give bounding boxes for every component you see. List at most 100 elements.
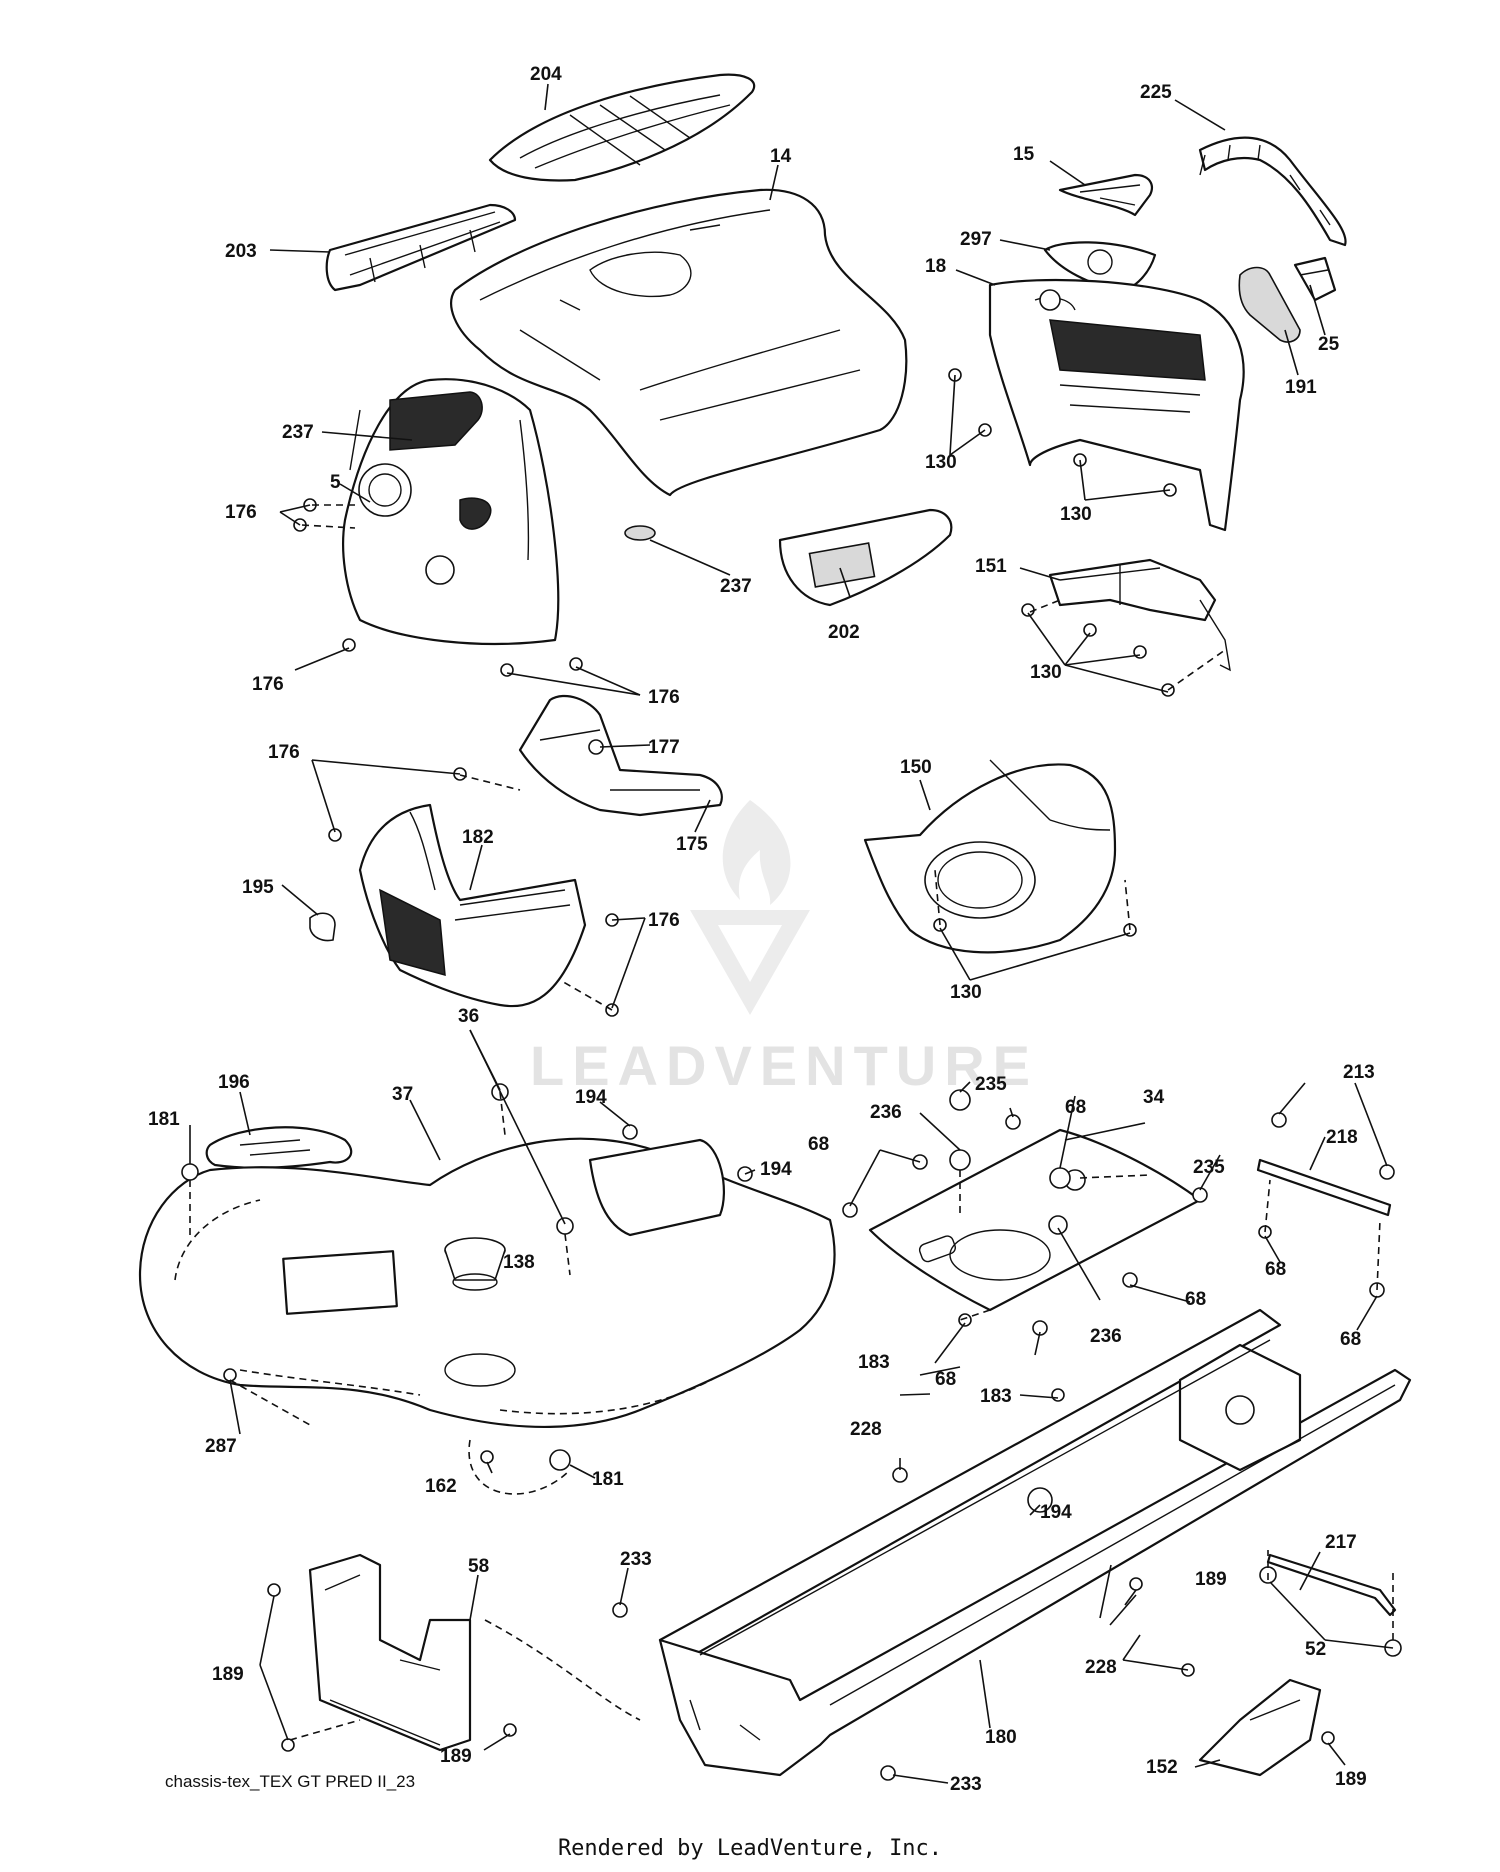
watermark-flame-icon <box>722 800 791 905</box>
callout-68-left: 68 <box>808 1134 829 1155</box>
callout-68-strap-right: 68 <box>1340 1329 1361 1350</box>
callout-15: 15 <box>1013 144 1035 165</box>
callout-228-lower: 228 <box>1085 1657 1117 1678</box>
part-180-frame[interactable] <box>658 1308 1412 1777</box>
callout-150: 150 <box>900 757 932 778</box>
callouts: 204 14 203 225 15 297 18 25 191 130 130 … <box>148 64 1375 1795</box>
part-18-front-grille[interactable] <box>988 278 1245 532</box>
callout-235-lower: 235 <box>1193 1157 1225 1178</box>
callout-176-dash-left: 176 <box>225 502 257 523</box>
callout-202: 202 <box>828 622 860 643</box>
callout-36: 36 <box>458 1006 479 1027</box>
callout-68-bottom: 68 <box>935 1369 956 1390</box>
part-14-hood[interactable] <box>450 188 908 497</box>
part-175-bracket[interactable] <box>518 694 723 817</box>
callout-25: 25 <box>1318 334 1340 355</box>
part-225[interactable] <box>1198 136 1347 247</box>
callout-237-lower: 237 <box>720 576 752 597</box>
leader-lines <box>189 83 1394 1784</box>
callout-176-dash-right: 176 <box>648 687 680 708</box>
callout-189-bracket: 189 <box>440 1746 472 1767</box>
callout-194-upper: 194 <box>575 1087 607 1108</box>
assembly-dash-lines <box>189 504 1394 1741</box>
callout-37: 37 <box>392 1084 413 1105</box>
part-204-hood-cover[interactable] <box>488 73 756 182</box>
callout-225: 225 <box>1140 82 1172 103</box>
callout-177: 177 <box>648 737 680 758</box>
callout-233-lower: 233 <box>950 1774 982 1795</box>
callout-235-upper: 235 <box>975 1074 1007 1095</box>
callout-194-right: 194 <box>760 1159 792 1180</box>
part-191[interactable] <box>1238 266 1301 343</box>
hardware-group <box>181 368 1402 1781</box>
callout-58: 58 <box>468 1556 489 1577</box>
callout-151: 151 <box>975 556 1007 577</box>
callout-297: 297 <box>960 229 992 250</box>
callout-130-grille: 130 <box>925 452 957 473</box>
part-25[interactable] <box>1293 256 1337 302</box>
callout-183-right: 183 <box>980 1386 1012 1407</box>
part-182-lower-panel[interactable] <box>358 803 587 1008</box>
part-152-guard[interactable] <box>1198 1678 1322 1777</box>
callout-194-frame: 194 <box>1040 1502 1072 1523</box>
callout-176-panel-top: 176 <box>268 742 300 763</box>
callout-204: 204 <box>530 64 562 85</box>
callout-130-shroud: 130 <box>950 982 982 1003</box>
callout-182: 182 <box>462 827 494 848</box>
callout-195: 195 <box>242 877 274 898</box>
watermark-text: LEADVENTURE <box>530 1034 1038 1097</box>
watermark: LEADVENTURE <box>530 800 1038 1097</box>
callout-18: 18 <box>925 256 946 277</box>
watermark-v-icon <box>690 910 810 1015</box>
callout-138: 138 <box>503 1252 535 1273</box>
callout-236-lower: 236 <box>1090 1326 1122 1347</box>
callout-130-bracket: 130 <box>1030 662 1062 683</box>
callout-217: 217 <box>1325 1532 1357 1553</box>
part-195-clip[interactable] <box>309 912 336 942</box>
callout-196: 196 <box>218 1072 250 1093</box>
part-218-strap[interactable] <box>1256 1158 1392 1217</box>
part-297[interactable] <box>1043 241 1157 292</box>
callout-203: 203 <box>225 241 257 262</box>
callout-130-grille-lower: 130 <box>1060 504 1092 525</box>
callout-228-upper: 228 <box>850 1419 882 1440</box>
callout-233-upper: 233 <box>620 1549 652 1570</box>
part-150-shroud[interactable] <box>863 759 1117 954</box>
callout-175: 175 <box>676 834 708 855</box>
part-151-bracket[interactable] <box>1048 558 1231 672</box>
callout-180: 180 <box>985 1727 1017 1748</box>
part-5-dash-panel[interactable] <box>342 378 560 646</box>
callout-189-right-upper: 189 <box>1195 1569 1227 1590</box>
callout-14: 14 <box>770 146 792 167</box>
callout-34: 34 <box>1143 1087 1165 1108</box>
callout-213: 213 <box>1343 1062 1375 1083</box>
part-37-fender[interactable] <box>138 1137 836 1429</box>
callout-183-left: 183 <box>858 1352 890 1373</box>
part-196[interactable] <box>205 1126 353 1169</box>
part-203-bracket[interactable] <box>325 203 517 292</box>
part-202-dash-insert[interactable] <box>778 508 953 607</box>
part-138-boot[interactable] <box>444 1237 506 1291</box>
callout-68-strap-left: 68 <box>1265 1259 1286 1280</box>
callout-152: 152 <box>1146 1757 1178 1778</box>
callout-181-lower: 181 <box>592 1469 624 1490</box>
callout-52: 52 <box>1305 1639 1326 1660</box>
part-237-plug[interactable] <box>624 525 656 541</box>
part-15[interactable] <box>1058 173 1153 217</box>
callout-68-top: 68 <box>1065 1097 1086 1118</box>
callout-162: 162 <box>425 1476 457 1497</box>
callout-176-panel-right: 176 <box>648 910 680 931</box>
callout-181-upper: 181 <box>148 1109 180 1130</box>
part-58-bracket[interactable] <box>308 1553 472 1752</box>
callout-287: 287 <box>205 1436 237 1457</box>
callout-218: 218 <box>1326 1127 1358 1148</box>
drawing-id-label: chassis-tex_TEX GT PRED II_23 <box>165 1772 416 1791</box>
callout-189-right-lower: 189 <box>1335 1769 1367 1790</box>
part-217-rod[interactable] <box>1266 1553 1397 1617</box>
callout-236-upper: 236 <box>870 1102 902 1123</box>
callout-189-left: 189 <box>212 1664 244 1685</box>
render-credit: Rendered by LeadVenture, Inc. <box>557 1836 943 1861</box>
callout-5: 5 <box>330 472 341 493</box>
callout-237-upper: 237 <box>282 422 314 443</box>
